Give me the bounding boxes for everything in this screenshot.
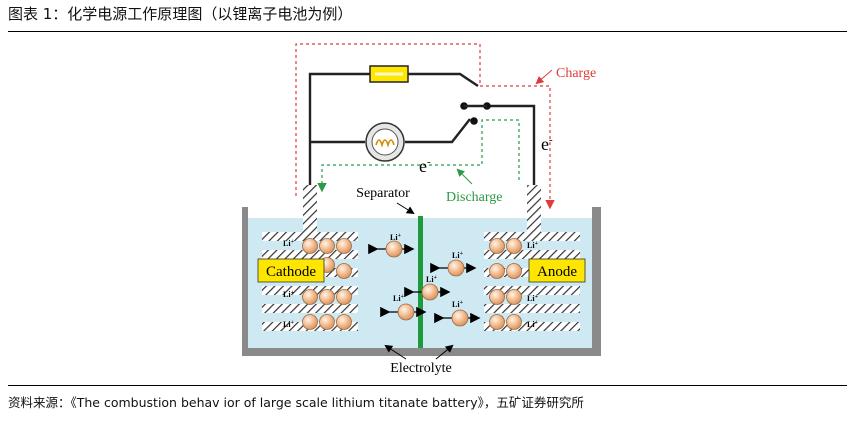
separator-pointer bbox=[396, 202, 415, 215]
svg-text:Li+: Li+ bbox=[527, 294, 539, 303]
svg-text:Li+: Li+ bbox=[452, 300, 464, 309]
electrode-ion-labels: Li+ Li+ Li+ Li+ Li+ Li+ bbox=[283, 239, 539, 329]
figure-source: 资料来源：《The combustion behav ior of large … bbox=[8, 395, 584, 410]
anode-current-collector bbox=[527, 185, 541, 233]
svg-text:Li+: Li+ bbox=[283, 239, 295, 248]
external-circuit bbox=[308, 72, 536, 185]
separator-membrane bbox=[418, 216, 423, 348]
switch-contact bbox=[470, 117, 478, 125]
svg-text:Li+: Li+ bbox=[527, 241, 539, 250]
svg-text:Li+: Li+ bbox=[452, 251, 464, 260]
electrolyte-label: Electrolyte bbox=[390, 361, 451, 376]
svg-text:Li+: Li+ bbox=[283, 320, 295, 329]
li-ion-ball-icon: Li+ bbox=[434, 300, 481, 327]
free-li-ions: Li+ Li+ Li+ Li+ Li+ bbox=[368, 233, 481, 327]
charge-pointer bbox=[535, 69, 553, 85]
anode-label-box bbox=[528, 258, 586, 283]
svg-text:Li+: Li+ bbox=[283, 290, 295, 299]
cathode-li-ions bbox=[302, 238, 352, 330]
electron-label-discharge: e- bbox=[419, 156, 431, 176]
li-ion-ball-icon: Li+ bbox=[404, 275, 451, 301]
charge-label: Charge bbox=[556, 66, 596, 81]
cathode-current-collector bbox=[303, 185, 317, 233]
cathode-label-box bbox=[257, 258, 325, 283]
figure-title: 图表 1：化学电源工作原理图（以锂离子电池为例） bbox=[8, 5, 353, 23]
li-ion-label: Li bbox=[527, 320, 535, 329]
electron-label-charge: e- bbox=[541, 134, 553, 154]
li-ion-label: Li bbox=[527, 294, 535, 303]
cathode-label: Cathode bbox=[266, 264, 316, 280]
charge-path bbox=[295, 43, 555, 210]
light-bulb-icon bbox=[365, 122, 405, 162]
li-ion-label: Li bbox=[283, 239, 291, 248]
title-rule bbox=[8, 31, 847, 32]
li-ion-ball-icon: Li+ bbox=[368, 233, 415, 258]
li-ion-label: Li bbox=[283, 320, 291, 329]
anode-label: Anode bbox=[537, 264, 577, 280]
svg-text:Li+: Li+ bbox=[426, 275, 438, 284]
svg-text:Li+: Li+ bbox=[390, 233, 402, 242]
li-ion-ball-icon: Li+ bbox=[430, 251, 477, 277]
svg-text:Li+: Li+ bbox=[527, 320, 539, 329]
li-ion-ball-icon: Li+ bbox=[380, 294, 427, 321]
svg-text:Li+: Li+ bbox=[393, 294, 405, 303]
anode-li-ions bbox=[489, 238, 522, 330]
separator-label: Separator bbox=[356, 186, 410, 201]
discharge-pointer bbox=[456, 168, 473, 185]
discharge-path bbox=[317, 119, 520, 193]
source-rule bbox=[8, 385, 847, 386]
electrolyte-pointer-left bbox=[384, 344, 407, 360]
li-ion-label: Li bbox=[283, 290, 291, 299]
electrolyte-pointer-right bbox=[435, 344, 454, 360]
discharge-label: Discharge bbox=[446, 190, 503, 205]
li-ion-label: Li bbox=[527, 241, 535, 250]
